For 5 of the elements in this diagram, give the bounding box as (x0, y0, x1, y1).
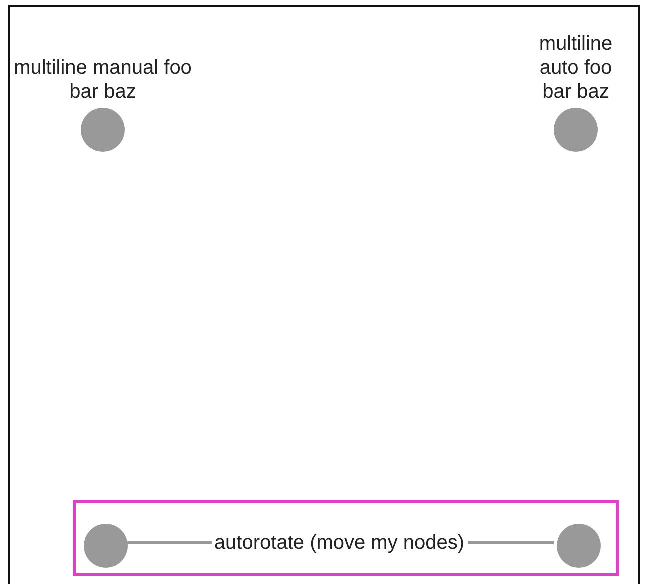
circle-node (557, 524, 601, 568)
node-label: multiline manual foo bar baz (13, 56, 193, 104)
circle-node (84, 524, 128, 568)
edge-label: autorotate (move my nodes) (211, 532, 468, 554)
node-label: multiline auto foo bar baz (538, 32, 614, 104)
